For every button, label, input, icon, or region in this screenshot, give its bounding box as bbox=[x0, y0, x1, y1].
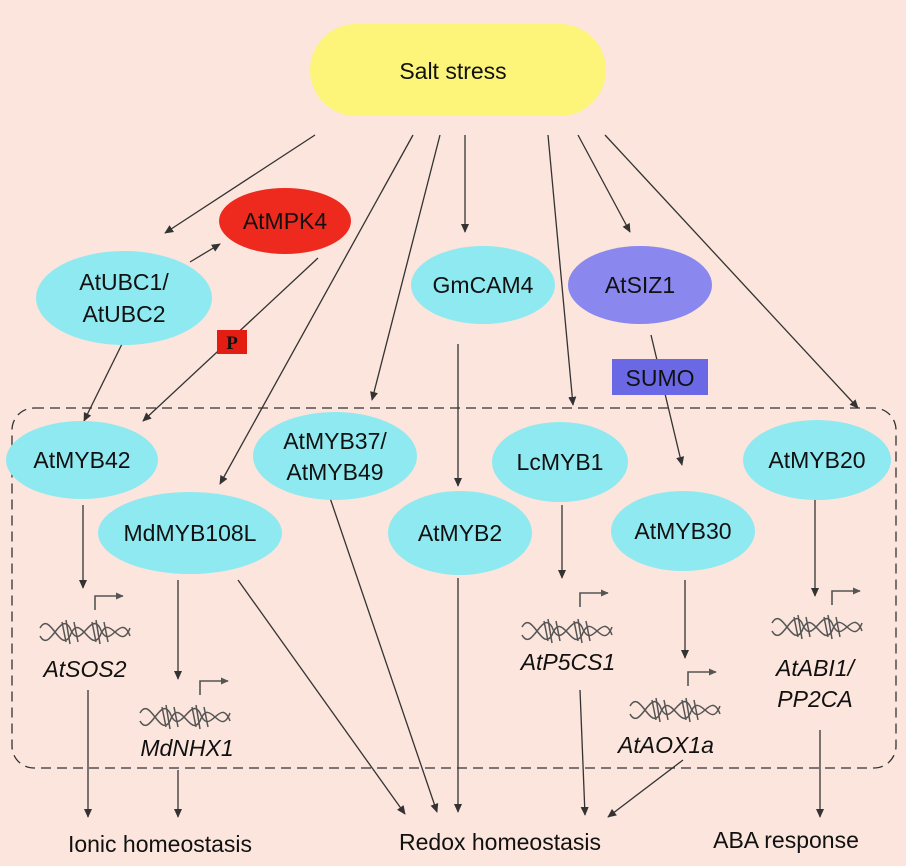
node-atmyb37-atmyb49: AtMYB37/ AtMYB49 bbox=[253, 412, 417, 500]
dna-helix-icon bbox=[771, 614, 863, 640]
atp5cs1-label: AtP5CS1 bbox=[519, 649, 616, 675]
dna-helix-icon bbox=[521, 618, 613, 644]
sumo-badge: SUMO bbox=[612, 359, 708, 395]
atmyb2-label: AtMYB2 bbox=[418, 520, 502, 546]
node-mdmyb108l: MdMYB108L bbox=[98, 492, 282, 574]
node-atsiz1: AtSIZ1 bbox=[568, 246, 712, 324]
phosphorylation-badge: P bbox=[217, 330, 247, 354]
gene-atsos2: AtSOS2 bbox=[39, 596, 131, 682]
node-atmpk4: AtMPK4 bbox=[219, 188, 351, 254]
atmpk4-label: AtMPK4 bbox=[243, 208, 328, 234]
mdmyb108l-label: MdMYB108L bbox=[124, 520, 257, 546]
gene-ataox1a: AtAOX1a bbox=[616, 672, 721, 758]
node-atmyb42: AtMYB42 bbox=[6, 421, 158, 499]
outcome-redox-homeostasis: Redox homeostasis bbox=[399, 829, 601, 855]
node-gmcam4: GmCAM4 bbox=[411, 246, 555, 324]
mdnhx1-label: MdNHX1 bbox=[140, 735, 233, 761]
dna-helix-icon bbox=[629, 697, 721, 723]
node-atmyb20: AtMYB20 bbox=[743, 420, 891, 500]
gmcam4-label: GmCAM4 bbox=[433, 272, 534, 298]
node-atubc1-atubc2: AtUBC1/ AtUBC2 bbox=[36, 251, 212, 345]
atabi1-label-line1: AtABI1/ bbox=[774, 655, 857, 681]
node-lcmyb1: LcMYB1 bbox=[492, 422, 628, 502]
nucleus-boundary bbox=[11, 407, 897, 769]
node-salt-stress: Salt stress bbox=[310, 24, 606, 116]
gene-atabi1-pp2ca: AtABI1/ PP2CA bbox=[771, 591, 863, 712]
sumo-label: SUMO bbox=[626, 365, 695, 391]
node-atmyb2: AtMYB2 bbox=[388, 491, 532, 575]
transcription-start-arrow-icon bbox=[832, 591, 860, 605]
outcome-ionic-homeostasis: Ionic homeostasis bbox=[68, 831, 252, 857]
outcome-aba-response: ABA response bbox=[713, 827, 859, 853]
atmyb42-label: AtMYB42 bbox=[33, 447, 130, 473]
atmyb20-label: AtMYB20 bbox=[768, 447, 865, 473]
transcription-start-arrow-icon bbox=[688, 672, 716, 686]
transcription-start-arrow-icon bbox=[95, 596, 123, 610]
lcmyb1-label: LcMYB1 bbox=[517, 449, 604, 475]
atubc-label-line2: AtUBC2 bbox=[82, 301, 165, 327]
connection-arrows bbox=[78, 134, 859, 818]
ataox1a-label: AtAOX1a bbox=[616, 732, 714, 758]
atsiz1-label: AtSIZ1 bbox=[605, 272, 675, 298]
gene-atp5cs1: AtP5CS1 bbox=[519, 593, 616, 675]
phospho-label: P bbox=[226, 333, 238, 354]
atmyb37-label-line1: AtMYB37/ bbox=[283, 428, 387, 454]
dna-helix-icon bbox=[139, 704, 231, 730]
salt-stress-label: Salt stress bbox=[399, 58, 506, 84]
dna-helix-icon bbox=[39, 619, 131, 645]
atabi1-label-line2: PP2CA bbox=[777, 686, 852, 712]
transcription-start-arrow-icon bbox=[200, 681, 228, 695]
atubc-label-line1: AtUBC1/ bbox=[79, 269, 169, 295]
transcription-start-arrow-icon bbox=[580, 593, 608, 607]
gene-mdnhx1: MdNHX1 bbox=[139, 681, 234, 761]
atsos2-label: AtSOS2 bbox=[41, 656, 126, 682]
node-atmyb30: AtMYB30 bbox=[611, 491, 755, 571]
atmyb30-label: AtMYB30 bbox=[634, 518, 731, 544]
atmyb37-label-line2: AtMYB49 bbox=[286, 459, 383, 485]
